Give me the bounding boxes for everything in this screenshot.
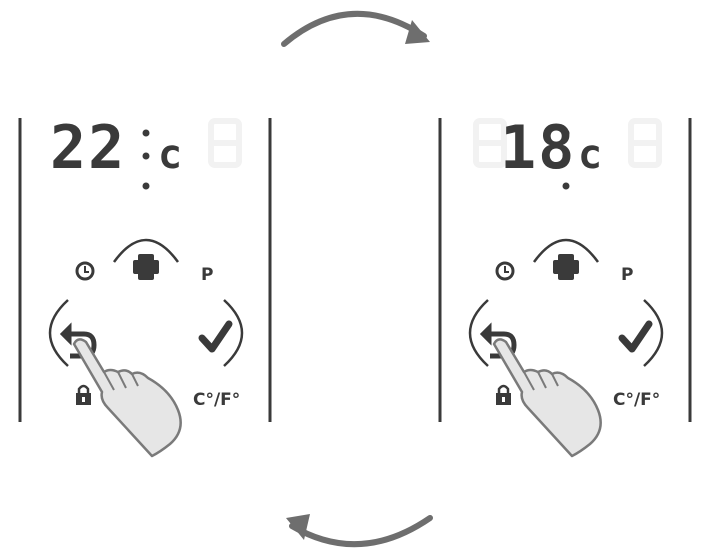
left-arc — [48, 299, 69, 367]
colon-dot-bottom — [142, 152, 150, 160]
clock-icon[interactable] — [495, 261, 515, 281]
temperature-display: 18 — [500, 113, 576, 183]
right-arc — [223, 299, 244, 367]
bottom-rotation-arrow — [289, 515, 433, 548]
plus-arc — [112, 238, 180, 263]
panel-after: 18 c P C°/F° — [438, 113, 692, 458]
confirm-check-icon[interactable] — [198, 320, 233, 353]
confirm-check-icon[interactable] — [618, 320, 653, 353]
ghost-digits — [473, 118, 662, 168]
clock-icon[interactable] — [75, 261, 95, 281]
plus-icon[interactable] — [553, 254, 579, 280]
program-button-label[interactable]: P — [621, 265, 633, 285]
temperature-display: 22 — [50, 113, 126, 183]
ghost-digits — [208, 118, 242, 168]
bottom-arrow-head — [286, 514, 310, 540]
pointing-hand-icon — [492, 338, 602, 458]
unit-indicator: c — [578, 132, 602, 178]
colon-dot-top — [142, 129, 150, 137]
unit-toggle-label[interactable]: C°/F° — [193, 390, 240, 410]
left-arc — [468, 299, 489, 367]
unit-toggle-label[interactable]: C°/F° — [613, 390, 660, 410]
decimal-dot — [142, 182, 150, 190]
unit-indicator: c — [158, 132, 182, 178]
plus-arc — [532, 238, 600, 263]
program-button-label[interactable]: P — [201, 265, 213, 285]
top-arrow-head — [405, 20, 430, 44]
right-arc — [643, 299, 664, 367]
plus-icon[interactable] — [133, 254, 159, 280]
colon-dot-top — [562, 129, 570, 137]
panel-before: 22 c P — [18, 113, 272, 458]
top-rotation-arrow — [281, 10, 427, 47]
lock-icon[interactable] — [496, 384, 511, 405]
pointing-hand-icon — [72, 338, 182, 458]
lock-icon[interactable] — [76, 384, 91, 405]
colon-dot-bottom — [562, 152, 570, 160]
decimal-dot — [562, 182, 570, 190]
